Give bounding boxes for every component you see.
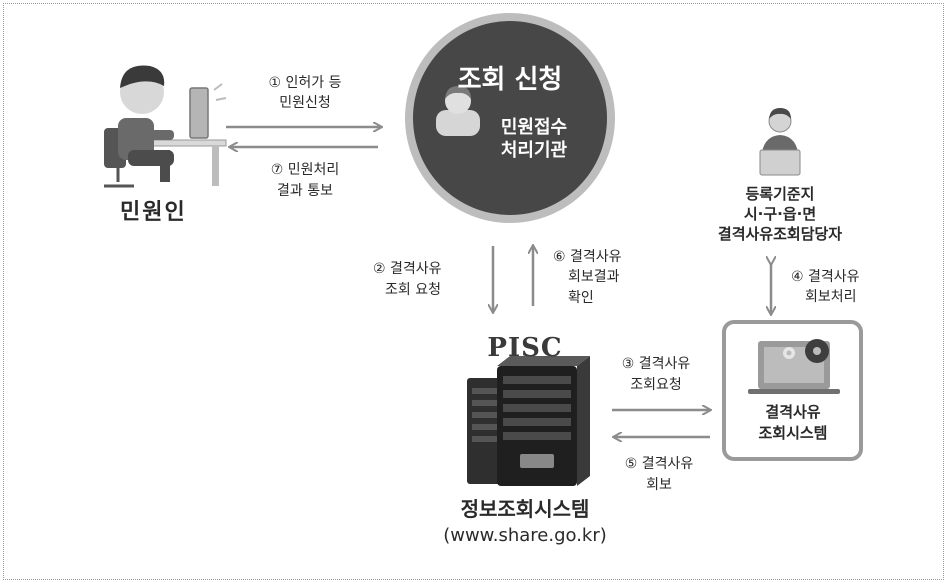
step2-line1: ② 결격사유 — [373, 261, 442, 277]
citizen-label: 민원인 — [120, 200, 187, 225]
step1-line1: ① 인허가 등 — [268, 75, 342, 91]
agency-line2: 처리기관 — [500, 140, 568, 161]
step2-line2: 조회 요청 — [385, 282, 441, 298]
step4-line1: ④ 결격사유 — [791, 269, 860, 285]
step6-line1: ⑥ 결격사유 — [553, 249, 622, 265]
pisc-url: (www.share.go.kr) — [443, 525, 607, 546]
pisc-logo: PISC — [487, 333, 563, 363]
step5-line1: ⑤ 결격사유 — [624, 456, 694, 472]
step3-line2: 조회요청 — [630, 377, 682, 393]
center-title: 조회 신청 — [457, 65, 563, 95]
step7-line1: ⑦ 민원처리 — [270, 162, 340, 178]
server-illustration — [467, 356, 590, 486]
center-circle — [405, 13, 615, 223]
officer-line2: 시·구·읍·면 — [743, 205, 817, 223]
citizen-illustration — [104, 65, 227, 188]
officer-line3: 결격사유조회담당자 — [717, 225, 843, 243]
lookup-line2: 조회시스템 — [758, 424, 828, 442]
step5-line2: 회보 — [646, 477, 672, 493]
lookup-line1: 결격사유 — [765, 403, 821, 421]
diagram-frame — [3, 3, 944, 580]
agency-line1: 민원접수 — [500, 117, 568, 138]
lookup-system-box — [722, 320, 863, 461]
officer-line1: 등록기준지 — [745, 185, 815, 203]
step1-line2: 민원신청 — [279, 95, 331, 111]
officer-illustration — [759, 108, 801, 176]
step3-line1: ③ 결격사유 — [621, 356, 691, 372]
step7-line2: 결과 통보 — [277, 183, 333, 199]
step6-line2: 회보결과 — [568, 269, 620, 285]
step6-line3: 확인 — [568, 290, 594, 306]
step4-line2: 회보처리 — [805, 289, 857, 305]
pisc-name: 정보조회시스템 — [460, 497, 590, 521]
